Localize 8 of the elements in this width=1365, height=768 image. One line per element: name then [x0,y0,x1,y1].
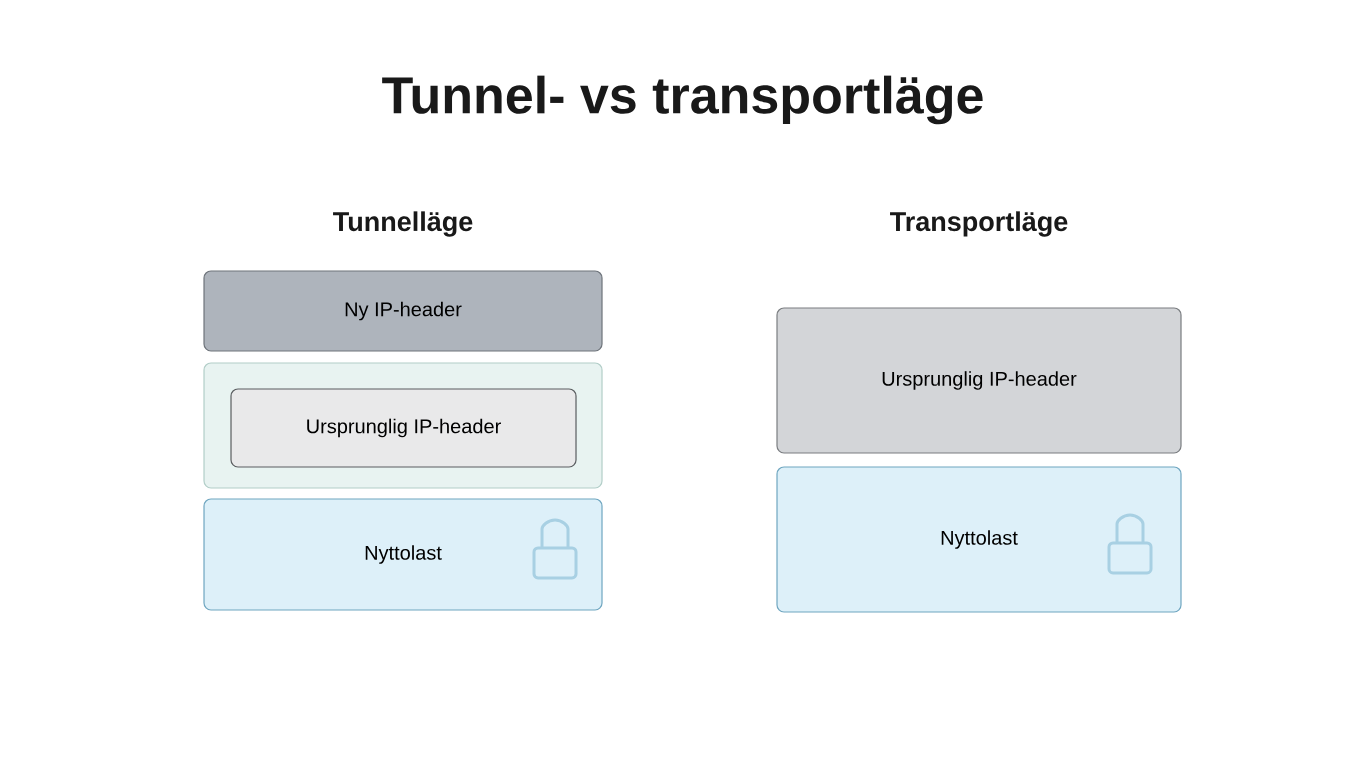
payload-box: Nyttolast [203,498,603,611]
payload-box: Nyttolast [776,466,1182,613]
header-box: Ny IP-header [203,270,603,352]
column-heading: Transportläge [890,211,1068,237]
header-box: Ursprunglig IP-header [776,307,1182,454]
title: Tunnel- vs transportläge [382,75,983,125]
header-box: Ursprunglig IP-header [230,388,577,468]
column-heading: Tunnelläge [333,211,473,237]
